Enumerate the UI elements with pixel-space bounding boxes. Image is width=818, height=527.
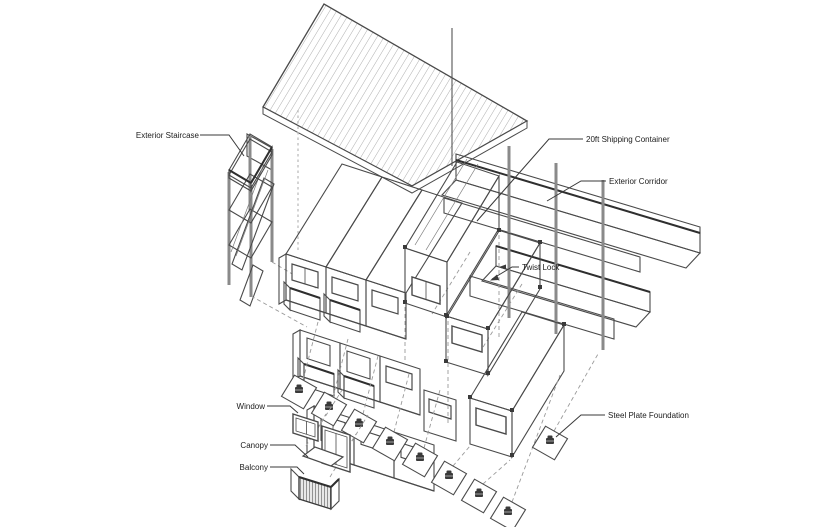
shipping-container	[403, 158, 501, 426]
balcony-story3	[283, 280, 361, 333]
balcony-story2	[297, 356, 375, 409]
window-piece	[292, 413, 319, 442]
twist-lock-arrow	[490, 274, 499, 281]
label-steel-plate-foundation: Steel Plate Foundation	[608, 411, 689, 420]
twist-lock-arrow	[499, 264, 506, 270]
label-exterior-staircase: Exterior Staircase	[136, 131, 200, 140]
roof-plane	[262, 3, 529, 194]
label-canopy: Canopy	[240, 441, 268, 450]
label-shipping-container: 20ft Shipping Container	[586, 135, 670, 144]
balcony-piece	[290, 467, 340, 511]
exterior-corridor	[431, 146, 702, 353]
label-window: Window	[237, 402, 266, 411]
label-balcony: Balcony	[240, 463, 268, 472]
rear-containers	[423, 229, 566, 459]
facade-pieces	[290, 386, 369, 511]
foundation-plates	[280, 321, 599, 527]
canopy-piece	[301, 446, 345, 467]
exterior-staircase	[227, 133, 317, 328]
annotations: Exterior Staircase 20ft Shipping Contain…	[136, 131, 689, 475]
label-twist-lock: Twist Lock	[522, 263, 560, 272]
label-exterior-corridor: Exterior Corridor	[609, 177, 668, 186]
